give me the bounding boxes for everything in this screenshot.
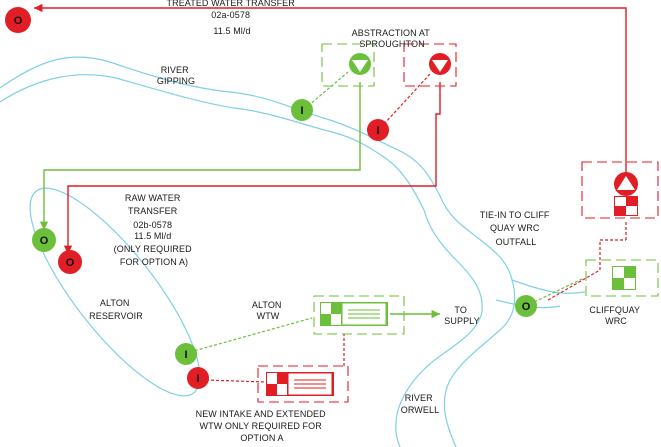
tie-in-pump-station — [581, 161, 659, 219]
raw-transfer-red-line — [63, 82, 441, 254]
intake-node-icon — [175, 343, 197, 365]
svg-text:I: I — [196, 373, 199, 385]
cliffquay-wrc-box — [585, 259, 659, 297]
svg-text:I: I — [376, 125, 379, 137]
cliffquay-outlet-node: O — [515, 295, 537, 317]
outlet-node-icon — [58, 250, 82, 274]
treated-outlet-node: O — [5, 7, 31, 33]
alton-reservoir-label: ALTON RESERVOIR — [89, 298, 143, 321]
intake-node-icon — [367, 119, 389, 141]
red-pump-station — [403, 43, 457, 87]
cliffquay-red-outfall-link — [547, 269, 601, 301]
cliffquay-outfall-link — [529, 277, 585, 305]
alton-red-intake-link — [205, 379, 267, 383]
cliffquay-label: CLIFFQUAY WRC — [589, 305, 642, 326]
raw-transfer-label: RAW WATER TRANSFER 02b-0578 11.5 Ml/d (O… — [114, 193, 195, 267]
alton-green-intake-node: I — [175, 343, 197, 365]
raw-transfer-green-line — [39, 82, 361, 230]
new-intake-label: NEW INTAKE AND EXTENDED WTW ONLY REQUIRE… — [196, 409, 329, 443]
alton-red-intake-node: I — [187, 367, 209, 389]
svg-text:I: I — [300, 105, 303, 117]
abstraction-label: ABSTRACTION AT SPROUGHTON — [352, 28, 433, 49]
gipping-red-intake-node: I — [367, 119, 389, 141]
to-supply-label: TO SUPPLY — [444, 305, 479, 326]
gipping-green-intake-link — [307, 71, 349, 107]
tie-in-label: TIE-IN TO CLIFF QUAY WRC OUTFALL — [480, 210, 552, 247]
intake-node-icon — [291, 99, 313, 121]
alton-reservoir-outline — [29, 187, 201, 397]
outlet-node-icon — [32, 228, 56, 252]
green-pump-station — [321, 43, 375, 87]
outlet-node-icon — [515, 295, 537, 317]
svg-text:O: O — [14, 15, 23, 27]
river-orwell-label: RIVER ORWELL — [401, 393, 439, 415]
svg-text:O: O — [522, 301, 531, 313]
svg-text:O: O — [40, 235, 49, 247]
alton-wtw-label: ALTON WTW — [252, 300, 284, 321]
treated-transfer-label: TREATED WATER TRANSFER 02a-0578 11.5 Ml/… — [167, 0, 298, 36]
svg-text:O: O — [66, 257, 75, 269]
reservoir-green-outlet-node: O — [32, 228, 56, 252]
alton-wtw-box — [313, 295, 405, 335]
river-gipping — [0, 56, 441, 211]
intake-node-icon — [187, 367, 209, 389]
gipping-green-intake-node: I — [291, 99, 313, 121]
alton-green-intake-link — [189, 317, 313, 353]
svg-text:I: I — [184, 349, 187, 361]
reservoir-red-outlet-node: O — [58, 250, 82, 274]
treated-transfer-line — [34, 3, 627, 178]
new-wtw-box — [257, 365, 349, 403]
river-gipping-label: RIVER GIPPING — [157, 65, 195, 86]
outlet-node-icon — [5, 7, 31, 33]
gipping-red-intake-link — [383, 73, 431, 125]
